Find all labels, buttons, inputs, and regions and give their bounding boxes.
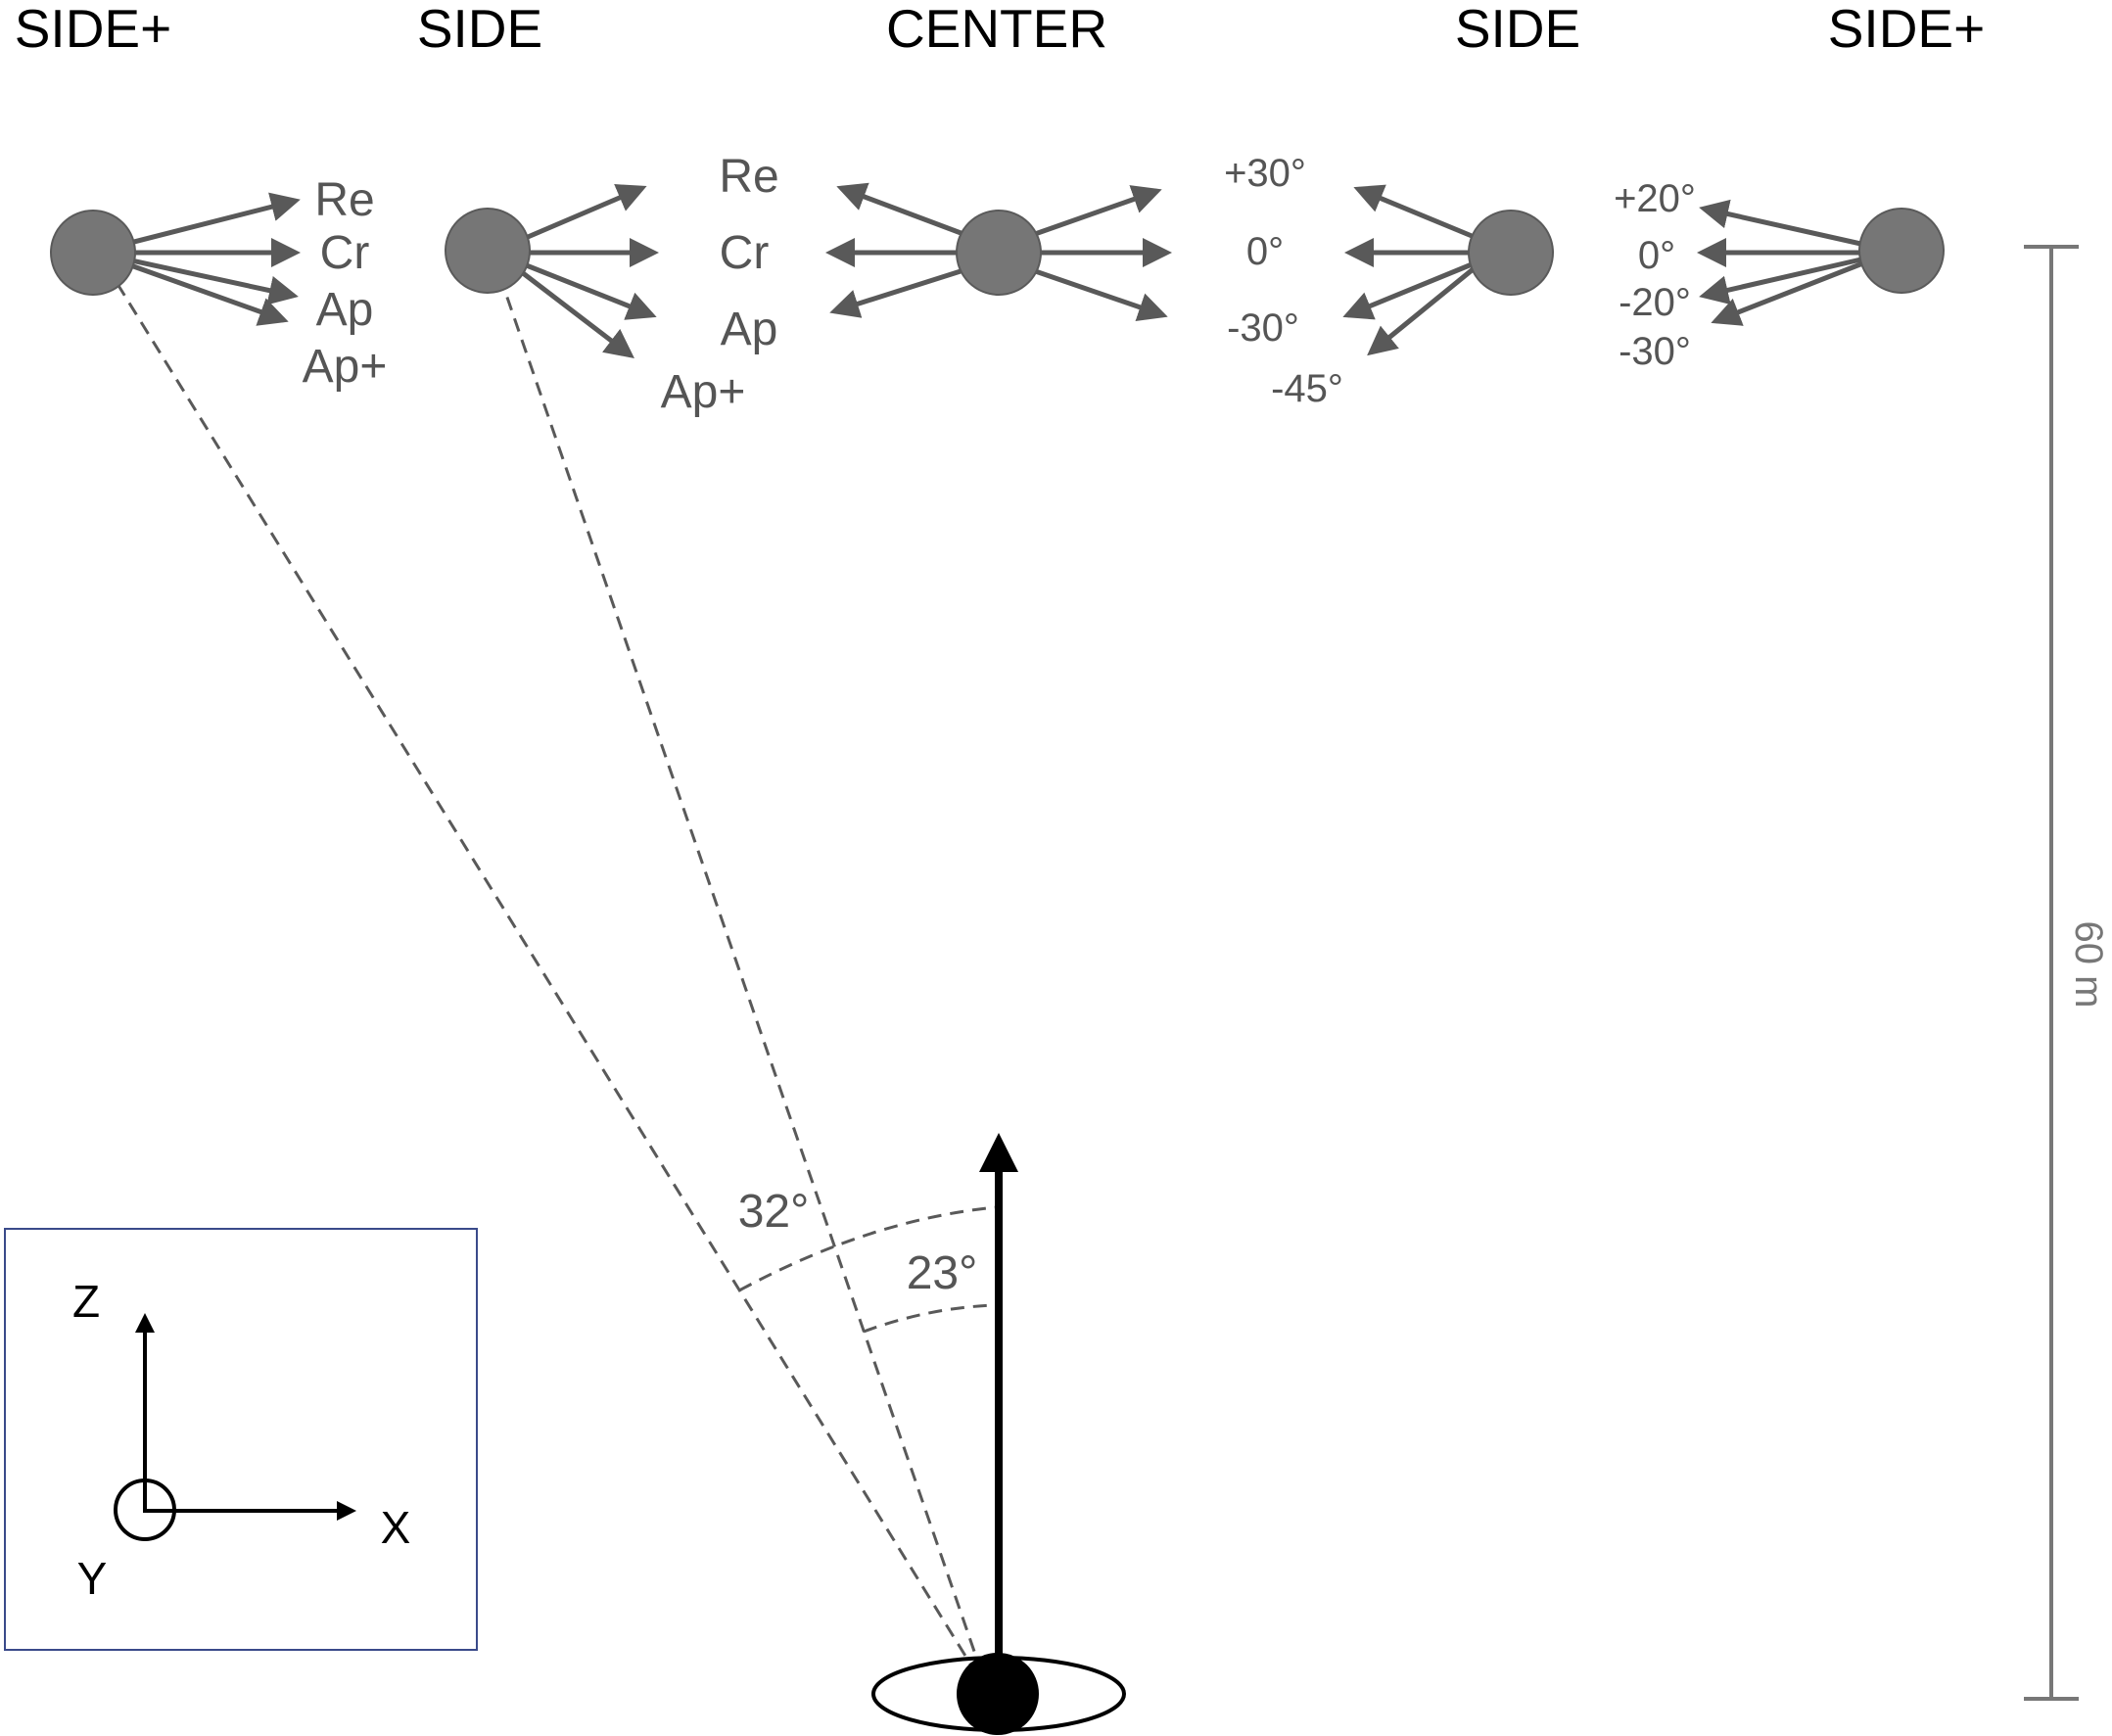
sight-lines <box>116 283 998 1695</box>
distance-scale-bar <box>2024 245 2079 1701</box>
y-axis-symbol <box>114 1478 176 1541</box>
direction-arrows <box>121 182 1866 359</box>
agent-side-plus-left <box>50 210 136 296</box>
arrow-center-down-left <box>829 262 980 318</box>
label-ap-plus-far-left: Ap+ <box>303 341 388 393</box>
label-0-side-plus: 0° <box>1638 234 1675 277</box>
sight-line-side-plus <box>116 283 991 1695</box>
arrow-ap-far-left <box>121 256 299 305</box>
axes-inset-frame <box>4 1228 478 1651</box>
arrow-center-down-right <box>1017 262 1168 322</box>
sight-line-side <box>502 288 991 1695</box>
header-side-left: SIDE <box>417 0 542 59</box>
label-angle-23: 23° <box>907 1247 978 1299</box>
label-minus20-side-plus: -20° <box>1619 281 1691 324</box>
label-minus30-side-plus: -30° <box>1619 330 1691 373</box>
arrow-ap-plus-far-left <box>121 259 289 326</box>
label-minus30-side: -30° <box>1227 306 1299 350</box>
y-axis-label: Y <box>77 1553 108 1604</box>
agent-side-plus-right <box>1858 208 1945 294</box>
arrow-plus20-far-right <box>1699 199 1866 248</box>
angle-arc-inner <box>863 1303 998 1334</box>
arrow-minus30-far-right <box>1711 259 1866 326</box>
label-re-left: Re <box>719 151 778 203</box>
arrow-re-far-left <box>121 192 301 248</box>
label-plus30-side: +30° <box>1224 152 1306 195</box>
arrow-ap-plus-left <box>512 264 634 359</box>
arrow-minus20-far-right <box>1699 256 1866 305</box>
x-axis-label: X <box>381 1502 411 1553</box>
label-angle-32: 32° <box>738 1186 810 1238</box>
label-ap-far-left: Ap <box>316 284 374 336</box>
label-cr-left: Cr <box>720 227 770 279</box>
angle-arc-outer <box>738 1205 998 1292</box>
arrow-re-left <box>513 184 647 246</box>
observer-head <box>957 1653 1039 1735</box>
label-plus20-side-plus: +20° <box>1614 177 1696 220</box>
arrow-ap-left <box>513 258 657 320</box>
label-re-far-left: Re <box>314 174 374 226</box>
header-side-plus-right: SIDE+ <box>1828 0 1986 59</box>
agent-side-left <box>445 208 531 294</box>
arrow-center-up-left <box>836 182 980 243</box>
distance-label: 60 m <box>2067 921 2110 1009</box>
arrow-minus30-right <box>1342 259 1478 320</box>
header-side-right: SIDE <box>1455 0 1580 59</box>
arrow-plus30-right <box>1353 184 1478 241</box>
header-center: CENTER <box>886 0 1107 59</box>
label-cr-far-left: Cr <box>320 227 370 279</box>
arrow-minus45-right <box>1367 264 1478 356</box>
label-ap-plus-left: Ap+ <box>661 366 746 418</box>
agents <box>50 208 1945 296</box>
label-minus45-side: -45° <box>1271 367 1343 410</box>
label-0-side: 0° <box>1246 230 1284 273</box>
arrow-center-up-right <box>1017 185 1162 243</box>
agent-center <box>956 210 1042 296</box>
agent-side-right <box>1468 210 1554 296</box>
z-axis-label: Z <box>72 1276 100 1327</box>
label-ap-left: Ap <box>721 304 778 355</box>
header-side-plus-left: SIDE+ <box>15 0 172 59</box>
